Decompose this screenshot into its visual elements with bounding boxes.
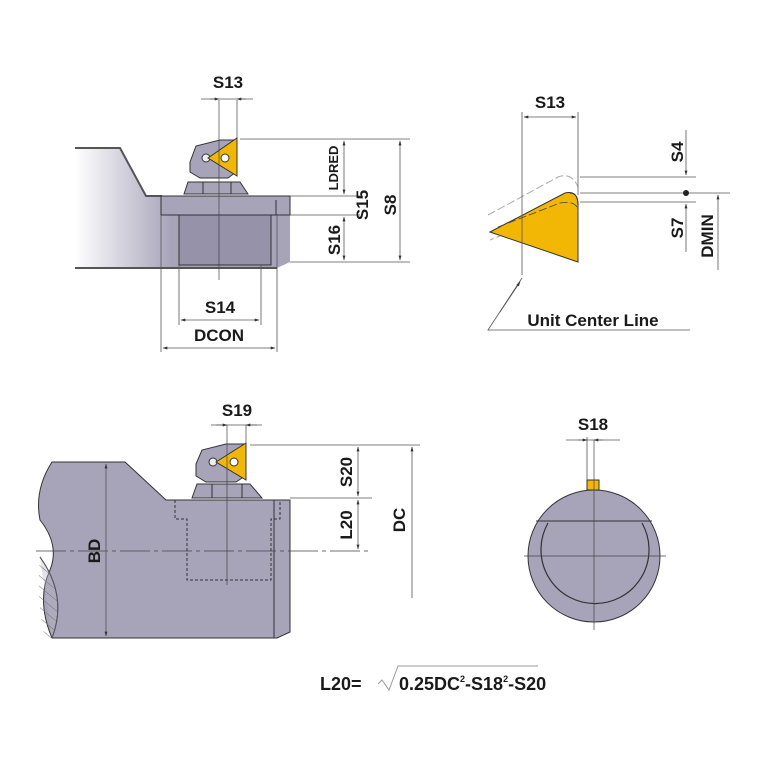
label-bd: BD bbox=[85, 539, 104, 564]
label-s14: S14 bbox=[205, 298, 236, 317]
formula-lhs: L20= bbox=[320, 674, 362, 694]
label-s20: S20 bbox=[337, 457, 356, 487]
insert-end bbox=[586, 479, 600, 491]
label-unit-center-line: Unit Center Line bbox=[527, 311, 658, 330]
top-right-view: S13 S4 S7 DMIN Unit Center Line bbox=[487, 93, 730, 331]
label-s19: S19 bbox=[222, 401, 252, 420]
label-dc: DC bbox=[390, 508, 409, 533]
formula: L20= 0.25DC2-S182-S20 bbox=[320, 665, 546, 694]
nut bbox=[183, 181, 249, 195]
label-dmin: DMIN bbox=[698, 214, 717, 257]
label-l20: L20 bbox=[337, 510, 356, 539]
formula-radicand: 0.25DC2-S182-S20 bbox=[399, 674, 546, 694]
holder-shank bbox=[178, 214, 272, 266]
top-left-view: S13 LDRED S16 S15 S8 S14 DCON bbox=[75, 73, 410, 352]
bottom-right-view: S18 bbox=[524, 415, 666, 630]
label-s4: S4 bbox=[668, 141, 687, 162]
bottom-left-view: S19 S20 L20 DC BD bbox=[36, 401, 420, 639]
label-s8: S8 bbox=[381, 195, 400, 216]
label-dcon: DCON bbox=[194, 326, 244, 345]
label-s7: S7 bbox=[668, 218, 687, 239]
label-s15: S15 bbox=[353, 190, 372, 220]
label-s16: S16 bbox=[325, 225, 344, 255]
label-s13: S13 bbox=[213, 73, 243, 92]
holder-flange bbox=[160, 195, 291, 216]
label-ldred: LDRED bbox=[326, 146, 341, 191]
label-s13-right: S13 bbox=[535, 93, 565, 112]
pocket-hidden-line bbox=[174, 500, 281, 581]
label-s18: S18 bbox=[578, 415, 608, 434]
insert-tip bbox=[488, 192, 579, 263]
sqrt-sign bbox=[377, 665, 538, 692]
